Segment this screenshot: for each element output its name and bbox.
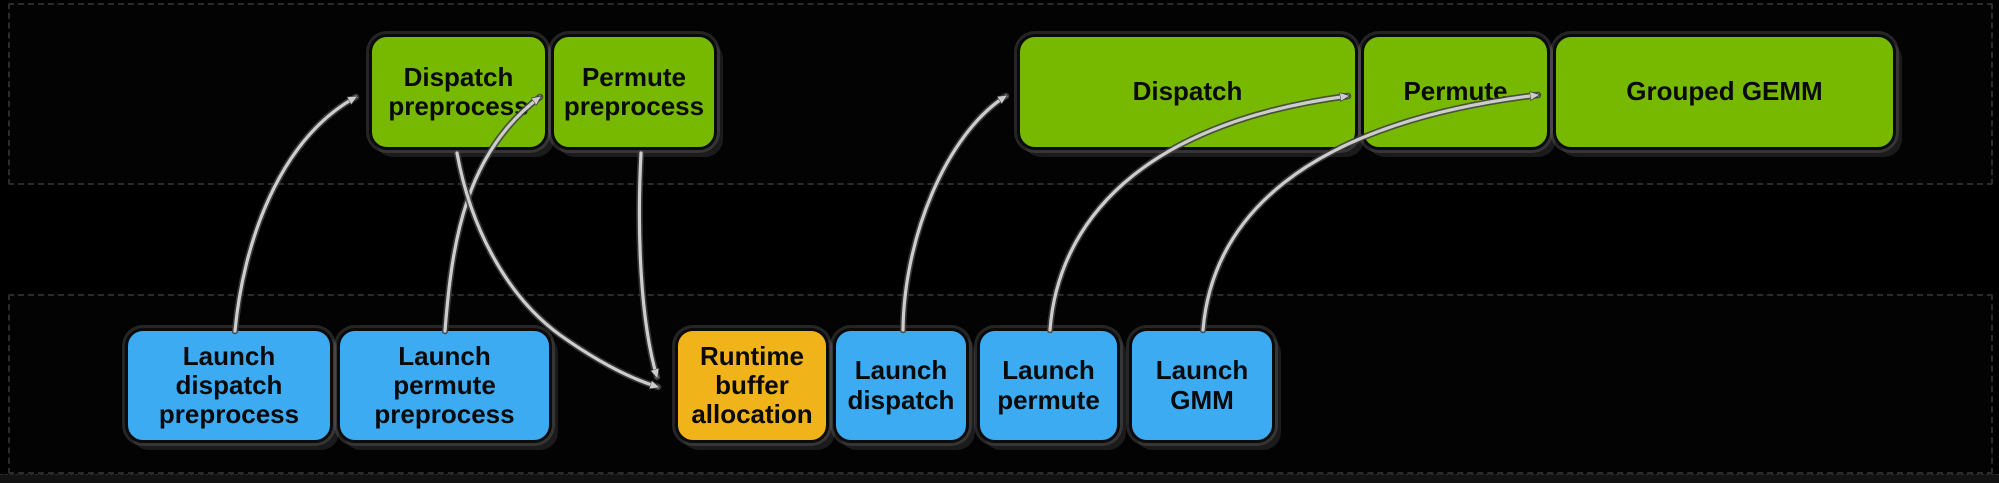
kernel-box-grouped-gemm: Grouped GEMM (1553, 34, 1896, 150)
launch-box-permute-preprocess: Launch permute preprocess (337, 328, 552, 443)
footer-strip (0, 474, 1999, 483)
kernel-box-dispatch: Dispatch (1017, 34, 1358, 150)
launch-box-gmm: Launch GMM (1129, 328, 1275, 443)
kernel-box-dispatch-preprocess: Dispatch preprocess (369, 34, 548, 150)
launch-box-permute: Launch permute (977, 328, 1120, 443)
kernel-box-permute: Permute (1361, 34, 1550, 150)
launch-box-dispatch-preprocess: Launch dispatch preprocess (125, 328, 333, 443)
launch-box-dispatch: Launch dispatch (833, 328, 969, 443)
runtime-buffer-allocation-box: Runtime buffer allocation (675, 328, 829, 443)
kernel-box-permute-preprocess: Permute preprocess (551, 34, 717, 150)
